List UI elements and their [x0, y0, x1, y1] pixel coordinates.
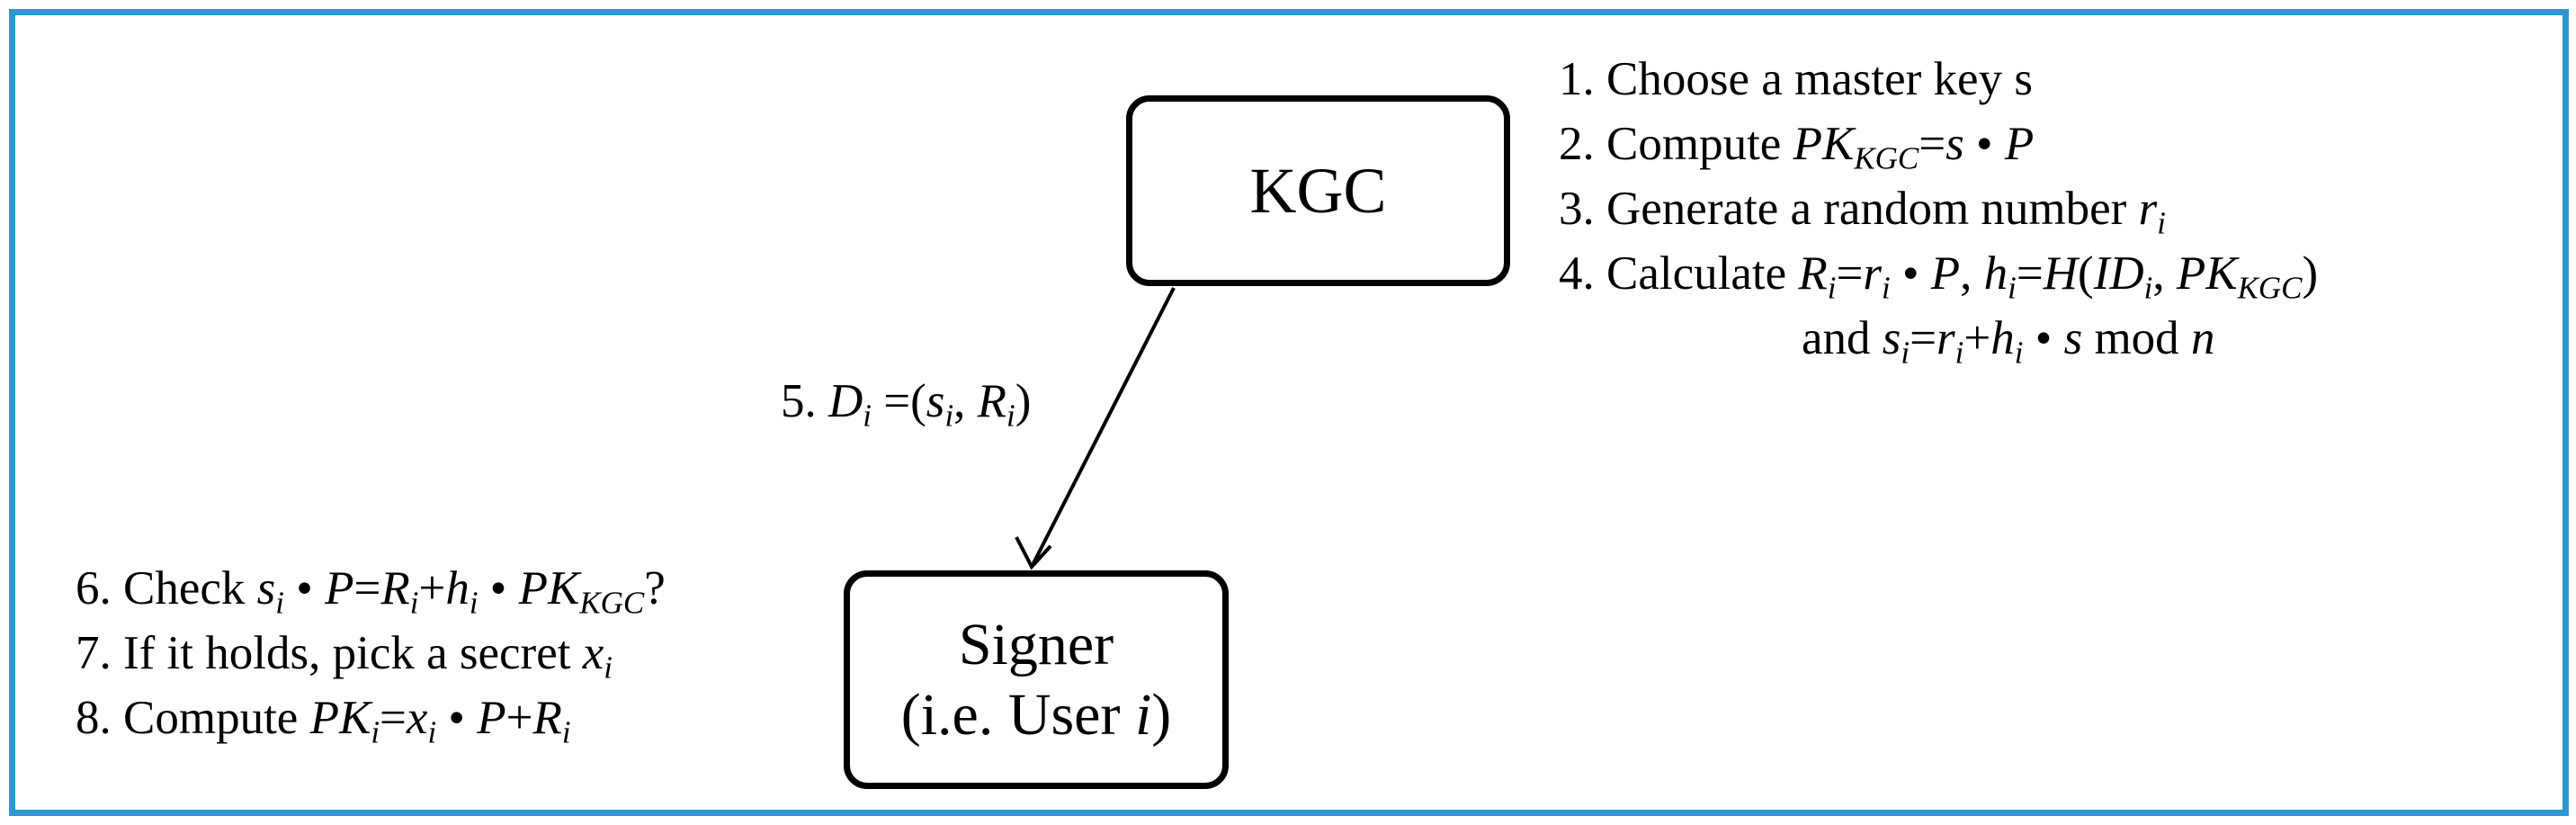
kgc-step-1: 1. Choose a master key s — [1559, 53, 2033, 105]
kgc-step-3: 3. Generate a random number ri — [1559, 183, 2166, 241]
signer-steps: 6. Check si • P=Ri+hi • PKKGC? 7. If it … — [76, 556, 666, 750]
kgc-label: KGC — [1249, 154, 1387, 227]
signer-sublabel: (i.e. User i) — [900, 681, 1172, 748]
signer-label: Signer — [958, 611, 1114, 677]
arrowhead-icon — [1015, 536, 1052, 570]
kgc-step-4: 4. Calculate Ri=ri • P, hi=H(IDi, PKKGC) — [1559, 247, 2319, 306]
kgc-node: KGC — [1126, 95, 1510, 286]
signer-step-8: 8. Compute PKi=xi • P+Ri — [76, 692, 571, 750]
kgc-step-4-continued: and si=ri+hi • s mod n — [1802, 312, 2215, 371]
signer-step-7: 7. If it holds, pick a secret xi — [76, 627, 613, 686]
kgc-steps: 1. Choose a master key s 2. Compute PKKG… — [1559, 47, 2318, 371]
signer-node: Signer (i.e. User i) — [844, 570, 1229, 789]
edge-label: 5. Di =(si, Ri) — [781, 375, 1032, 434]
edge-kgc-to-signer — [1030, 287, 1176, 568]
diagram-frame — [9, 9, 2569, 816]
kgc-step-2: 2. Compute PKKGC=s • P — [1559, 118, 2035, 176]
signer-step-6: 6. Check si • P=Ri+hi • PKKGC? — [76, 562, 666, 621]
